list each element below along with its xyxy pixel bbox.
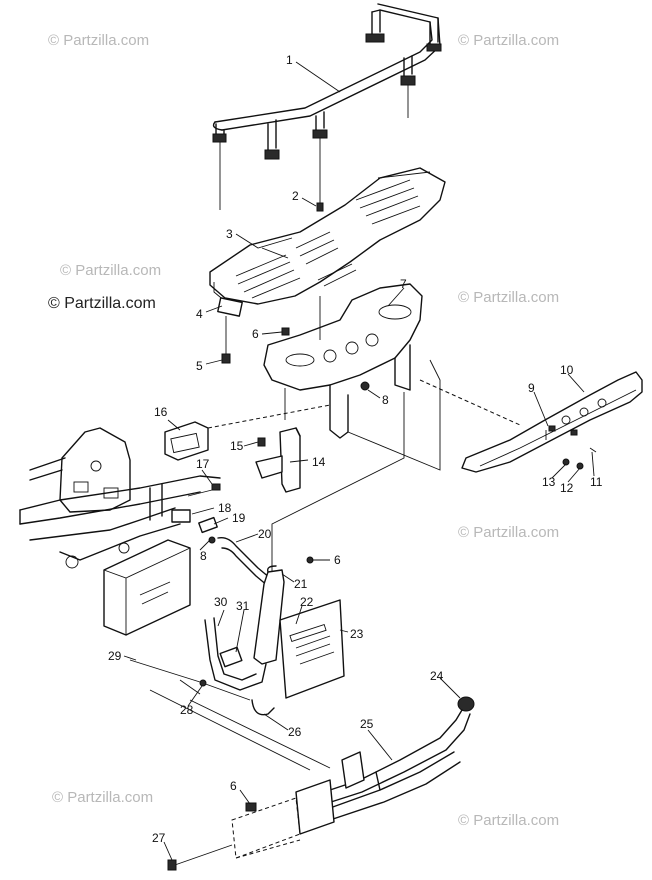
part-bracket-14 [255, 427, 301, 493]
watermark-bottom-left: © Partzilla.com [52, 789, 153, 806]
part-floor-lines [129, 659, 331, 771]
callout-22: 22 [300, 595, 314, 609]
callout-25: 25 [360, 717, 374, 731]
callout-1: 1 [286, 53, 293, 67]
callout-labels: 1 2 3 4 5 6 7 8 9 10 11 12 13 14 15 16 1… [108, 53, 603, 845]
watermark-mid-right: © Partzilla.com [458, 289, 559, 306]
watermark-lower-right: © Partzilla.com [458, 524, 559, 541]
part-bolt-15 [257, 437, 266, 447]
callout-7: 7 [400, 277, 407, 291]
callout-11: 11 [590, 475, 603, 489]
callout-9: 9 [528, 381, 535, 395]
part-rack-base [263, 283, 423, 439]
callout-17: 17 [196, 457, 210, 471]
part-nut-8a [360, 381, 370, 391]
callout-15: 15 [230, 439, 244, 453]
part-taillight-16 [164, 404, 331, 461]
callout-8-upper: 8 [382, 393, 389, 407]
callout-21: 21 [294, 577, 308, 591]
callout-26: 26 [288, 725, 302, 739]
callout-23: 23 [350, 627, 364, 641]
part-hose-20 [217, 536, 271, 587]
callout-29: 29 [108, 649, 122, 663]
part-bracket-4 [217, 297, 243, 364]
callout-6-bottom: 6 [230, 779, 237, 793]
part-hose-26 [251, 699, 275, 716]
watermark-bottom-right: © Partzilla.com [458, 812, 559, 829]
callout-31: 31 [236, 599, 250, 613]
callout-27: 27 [152, 831, 166, 845]
part-rear-bumper-10 [347, 359, 643, 473]
callout-12: 12 [560, 481, 574, 495]
callout-16: 16 [154, 405, 168, 419]
part-rack-platform [209, 167, 446, 305]
part-bolt-2 [316, 202, 324, 212]
callout-8-lower: 8 [200, 549, 207, 563]
connector-lines [271, 296, 405, 572]
watermark-top-right: © Partzilla.com [458, 32, 559, 49]
part-bumper-tube-25 [299, 709, 471, 821]
leader-lines [123, 61, 595, 861]
part-plate-27 [167, 779, 335, 871]
part-bracket-30-31 [204, 617, 267, 691]
callout-6-mid: 6 [334, 553, 341, 567]
part-battery-box [103, 539, 191, 636]
callout-14: 14 [312, 455, 326, 469]
callout-10: 10 [560, 363, 574, 377]
part-hardware-17-19 [171, 483, 221, 544]
callout-5: 5 [196, 359, 203, 373]
part-frame [19, 427, 221, 569]
callout-3: 3 [226, 227, 233, 241]
callout-20: 20 [258, 527, 272, 541]
callout-6-top: 6 [252, 327, 259, 341]
callout-24: 24 [430, 669, 444, 683]
part-mudflap-23 [279, 599, 345, 699]
watermark-prominent: © Partzilla.com [48, 295, 156, 312]
watermark-top-left: © Partzilla.com [48, 32, 149, 49]
part-cap-24 [457, 696, 475, 712]
part-support-21 [253, 565, 285, 665]
callout-30: 30 [214, 595, 228, 609]
watermarks: © Partzilla.com © Partzilla.com © Partzi… [48, 32, 559, 829]
callout-19: 19 [232, 511, 246, 525]
part-bolt-6a [281, 327, 290, 336]
callout-13: 13 [542, 475, 556, 489]
part-rack-bar [212, 3, 442, 210]
callout-4: 4 [196, 307, 203, 321]
callout-2: 2 [292, 189, 299, 203]
callout-18: 18 [218, 501, 232, 515]
watermark-mid-left-faint: © Partzilla.com [60, 262, 161, 279]
callout-28: 28 [180, 703, 194, 717]
